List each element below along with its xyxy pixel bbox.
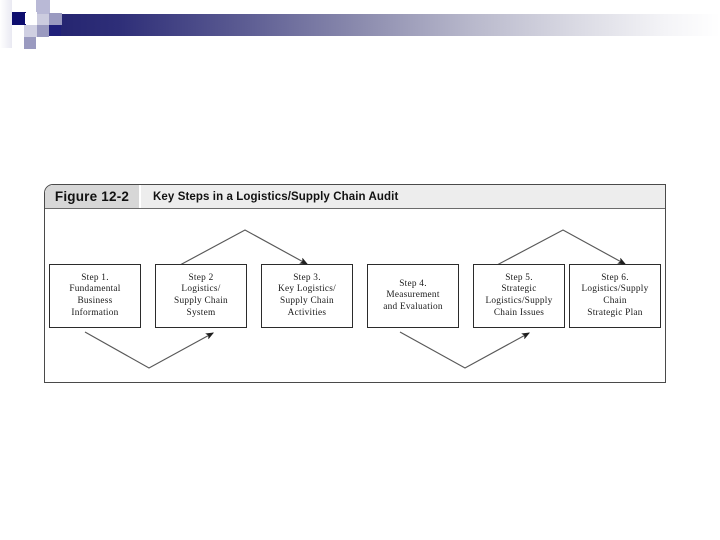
header-accent-square	[0, 0, 12, 48]
step-box-label: Step 2 Logistics/ Supply Chain System	[174, 272, 228, 318]
header-accent-square	[24, 37, 36, 49]
header-accent-square	[49, 13, 62, 25]
step-box-2[interactable]: Step 2 Logistics/ Supply Chain System	[155, 264, 247, 328]
header-accent-square	[37, 14, 49, 25]
header-accent-square	[12, 12, 26, 25]
header-gradient-bar	[36, 14, 720, 36]
figure-title-text: Key Steps in a Logistics/Supply Chain Au…	[153, 190, 399, 203]
connector-4-to-5	[399, 331, 531, 369]
step-box-1[interactable]: Step 1. Fundamental Business Information	[49, 264, 141, 328]
header-accent-square	[24, 0, 36, 12]
figure-title-cell: Key Steps in a Logistics/Supply Chain Au…	[141, 185, 665, 208]
header-accent-square	[24, 25, 37, 37]
step-box-6[interactable]: Step 6. Logistics/Supply Chain Strategic…	[569, 264, 661, 328]
diagram-connectors	[84, 229, 627, 369]
header-accent-square	[37, 25, 49, 37]
figure-number-label: Figure 12-2	[54, 189, 130, 204]
figure-number-cell: Figure 12-2	[45, 185, 141, 208]
header-accent-square	[49, 25, 61, 36]
connector-2-to-3	[179, 229, 309, 266]
figure-frame: Figure 12-2 Key Steps in a Logistics/Sup…	[44, 184, 666, 383]
slide-header	[0, 0, 720, 52]
header-accent-square	[26, 14, 36, 23]
step-box-label: Step 3. Key Logistics/ Supply Chain Acti…	[278, 272, 336, 318]
step-box-label: Step 1. Fundamental Business Information	[69, 272, 121, 318]
connector-1-to-2	[84, 331, 215, 369]
step-box-4[interactable]: Step 4. Measurement and Evaluation	[367, 264, 459, 328]
header-accent-square	[12, 0, 24, 12]
step-box-label: Step 4. Measurement and Evaluation	[383, 278, 443, 312]
step-box-5[interactable]: Step 5. Strategic Logistics/Supply Chain…	[473, 264, 565, 328]
figure-titlebar: Figure 12-2 Key Steps in a Logistics/Sup…	[45, 185, 665, 209]
step-box-label: Step 6. Logistics/Supply Chain Strategic…	[581, 272, 649, 318]
connector-5-to-6	[496, 229, 627, 266]
diagram-body: Step 1. Fundamental Business Information…	[45, 209, 665, 383]
step-box-label: Step 5. Strategic Logistics/Supply Chain…	[485, 272, 553, 318]
header-accent-square	[36, 0, 50, 14]
step-box-3[interactable]: Step 3. Key Logistics/ Supply Chain Acti…	[261, 264, 353, 328]
